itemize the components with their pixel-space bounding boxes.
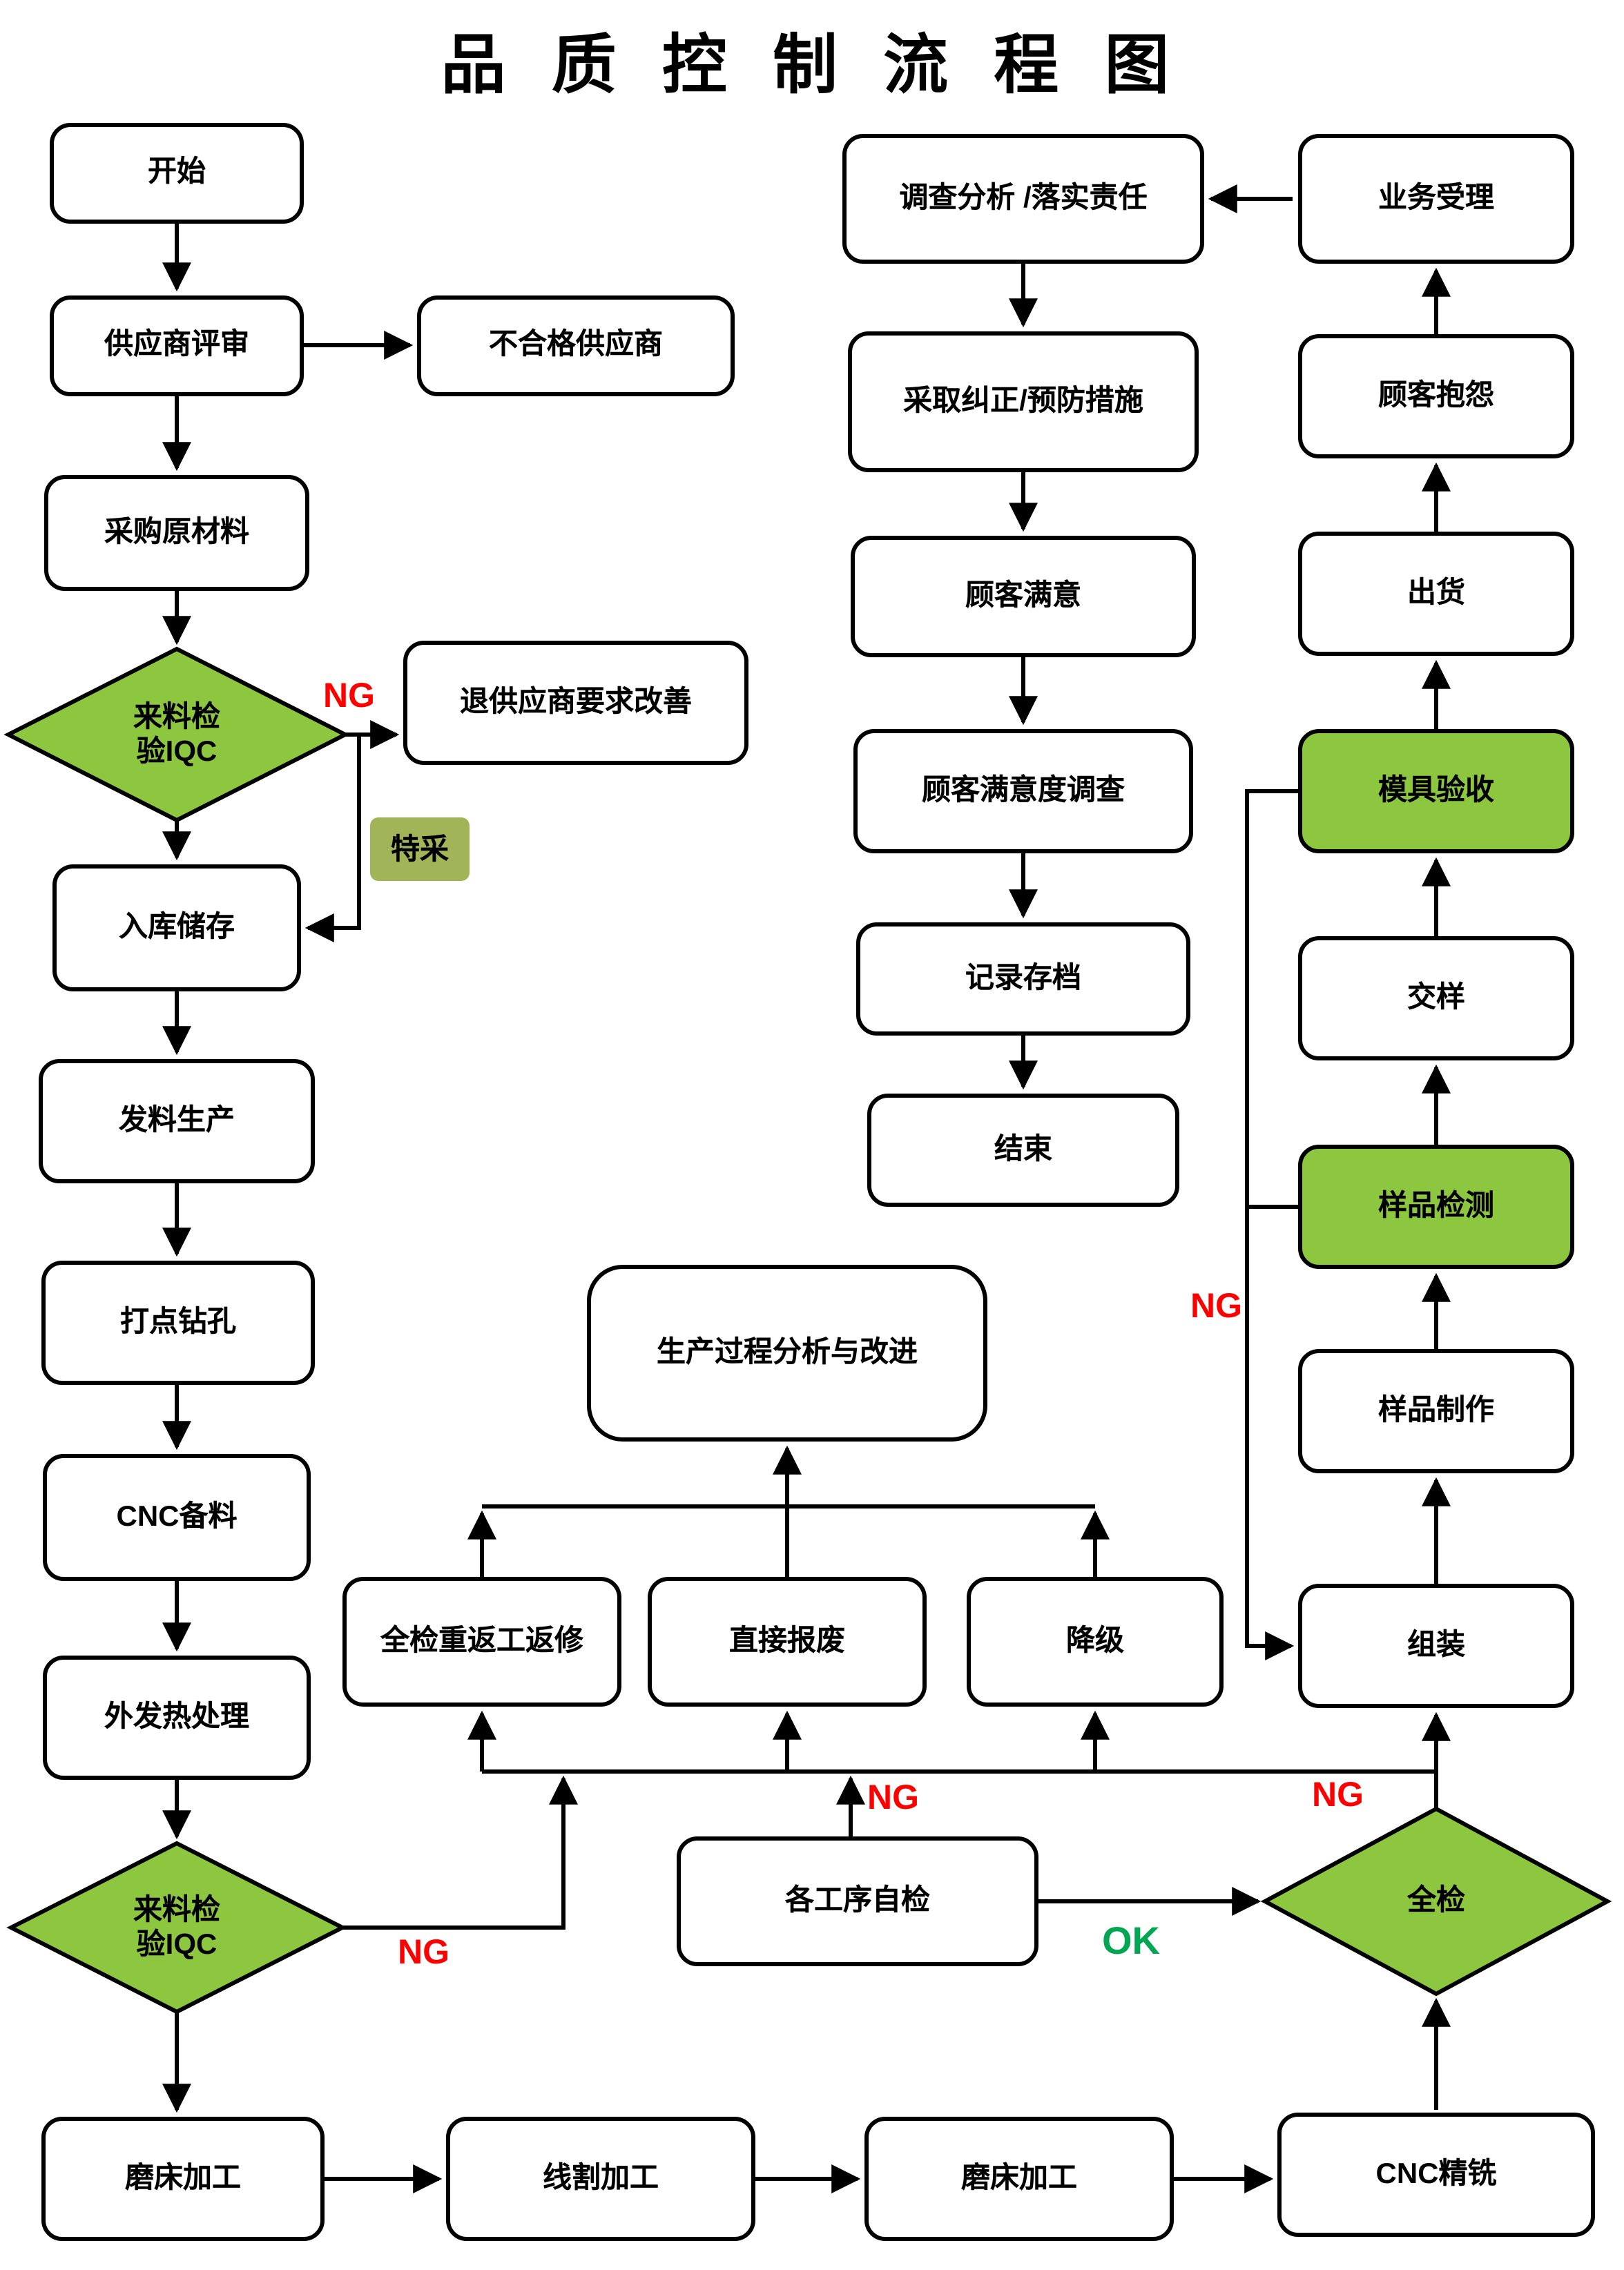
node-grinding-1: 磨床加工	[41, 2117, 325, 2241]
node-cnc-fine-milling-label: CNC精铣	[1375, 2157, 1497, 2190]
node-cnc-material-prep: CNC备料	[43, 1454, 311, 1581]
node-end-label: 结束	[994, 1133, 1052, 1165]
node-sample-delivery-label: 交样	[1407, 981, 1465, 1013]
node-cnc-material-prep-label: CNC备料	[116, 1500, 238, 1533]
node-issue-material-label: 发料生产	[119, 1104, 235, 1136]
node-supplier-review: 供应商评审	[50, 295, 304, 396]
node-sample-testing-label: 样品检测	[1378, 1190, 1494, 1222]
node-sample-delivery: 交样	[1298, 936, 1574, 1060]
node-wire-cutting: 线割加工	[446, 2117, 755, 2241]
node-warehouse-storage-label: 入库储存	[119, 911, 235, 943]
node-grinding-2-label: 磨床加工	[961, 2162, 1077, 2194]
node-direct-scrap: 直接报废	[648, 1577, 927, 1707]
node-return-supplier-improve-label: 退供应商要求改善	[460, 686, 692, 718]
flow-arrow	[342, 1775, 578, 1930]
node-shipment-label: 出货	[1407, 576, 1465, 609]
node-start-label: 开始	[148, 156, 206, 188]
node-process-analysis: 生产过程分析与改进	[587, 1265, 987, 1442]
node-unqualified-supplier-label: 不合格供应商	[489, 329, 663, 361]
node-downgrade: 降级	[967, 1577, 1224, 1707]
node-sample-making: 样品制作	[1298, 1349, 1574, 1473]
full-inspection-diamond-shape	[1260, 1806, 1612, 1997]
node-record-archive-label: 记录存档	[965, 962, 1081, 994]
flow-arrow	[1245, 789, 1298, 1660]
node-iqc-incoming-1-label: 来料检 验IQC	[133, 701, 220, 768]
node-investigation: 调查分析 /落实责任	[842, 134, 1204, 264]
node-full-rework-label: 全检重返工返修	[380, 1624, 583, 1657]
node-iqc-incoming-2-label: 来料检 验IQC	[133, 1894, 220, 1961]
node-customer-satisfaction: 顾客满意	[851, 536, 1196, 657]
node-customer-complaint-label: 顾客抱怨	[1378, 379, 1494, 411]
node-sample-making-label: 样品制作	[1378, 1394, 1494, 1426]
node-sample-testing: 样品检测	[1298, 1145, 1574, 1269]
node-cnc-fine-milling: CNC精铣	[1277, 2113, 1595, 2237]
node-dot-drilling: 打点钻孔	[41, 1261, 315, 1385]
node-warehouse-storage: 入库储存	[52, 864, 301, 991]
page-title: 品 质 控 制 流 程 图	[441, 28, 1183, 101]
node-customer-satisfaction-label: 顾客满意	[965, 579, 1081, 612]
node-outsourced-heat-treatment-label: 外发热处理	[104, 1700, 249, 1733]
node-outsourced-heat-treatment: 外发热处理	[43, 1656, 311, 1780]
edge-label-ng-iqc1: NG	[323, 677, 375, 715]
node-wire-cutting-label: 线割加工	[543, 2162, 659, 2194]
node-purchase-raw-material-label: 采购原材料	[104, 516, 249, 548]
node-start: 开始	[50, 123, 304, 224]
node-purchase-raw-material: 采购原材料	[44, 475, 309, 591]
node-shipment: 出货	[1298, 532, 1574, 656]
node-full-inspection-label: 全检	[1407, 1885, 1465, 1917]
node-end: 结束	[867, 1094, 1179, 1207]
node-corrective-action: 采取纠正/预防措施	[848, 331, 1199, 472]
node-self-inspection-label: 各工序自检	[785, 1884, 930, 1917]
node-business-acceptance: 业务受理	[1298, 134, 1574, 264]
edge-label-ng-sample-mold: NG	[1190, 1287, 1242, 1326]
node-unqualified-supplier: 不合格供应商	[417, 295, 735, 396]
node-issue-material: 发料生产	[39, 1059, 315, 1183]
edge-label-ng-self-inspection: NG	[867, 1778, 919, 1817]
node-downgrade-label: 降级	[1066, 1624, 1124, 1657]
edge-label-special-acceptance: 特采	[370, 817, 470, 881]
node-full-rework: 全检重返工返修	[342, 1577, 621, 1707]
node-grinding-1-label: 磨床加工	[125, 2162, 241, 2194]
flow-arrow	[304, 735, 361, 942]
edge-label-ng-iqc2: NG	[398, 1933, 450, 1972]
node-return-supplier-improve: 退供应商要求改善	[403, 641, 748, 765]
node-process-analysis-label: 生产过程分析与改进	[657, 1336, 918, 1368]
node-assembly: 组装	[1298, 1584, 1574, 1708]
node-record-archive: 记录存档	[856, 922, 1190, 1036]
node-mold-acceptance: 模具验收	[1298, 729, 1574, 853]
node-business-acceptance-label: 业务受理	[1378, 182, 1494, 214]
node-investigation-label: 调查分析 /落实责任	[899, 182, 1148, 214]
edge-label-ok-self-inspection: OK	[1102, 1919, 1160, 1962]
node-customer-complaint: 顾客抱怨	[1298, 334, 1574, 458]
node-direct-scrap-label: 直接报废	[729, 1624, 845, 1657]
node-dot-drilling-label: 打点钻孔	[120, 1306, 236, 1338]
node-satisfaction-survey: 顾客满意度调查	[853, 729, 1193, 853]
node-satisfaction-survey-label: 顾客满意度调查	[922, 774, 1125, 806]
node-assembly-label: 组装	[1407, 1629, 1465, 1661]
node-corrective-action-label: 采取纠正/预防措施	[903, 385, 1143, 417]
node-mold-acceptance-label: 模具验收	[1378, 774, 1494, 806]
edge-label-ng-full-inspection: NG	[1312, 1776, 1364, 1814]
node-grinding-2: 磨床加工	[864, 2117, 1174, 2241]
node-self-inspection: 各工序自检	[677, 1836, 1038, 1966]
node-supplier-review-label: 供应商评审	[104, 329, 249, 361]
